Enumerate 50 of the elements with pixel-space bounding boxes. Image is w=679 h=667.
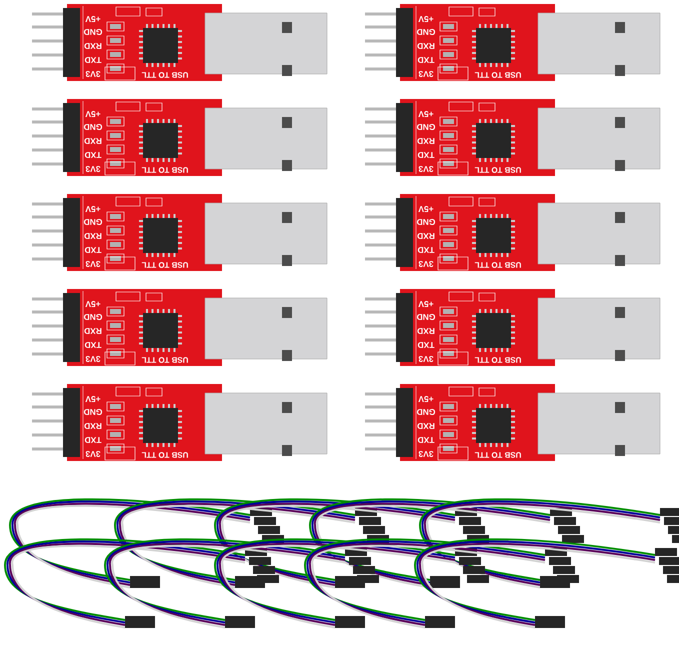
pin-label: 3V3 bbox=[418, 166, 434, 172]
pin-label: +5V bbox=[418, 111, 434, 117]
pin-label: TXD bbox=[418, 152, 434, 158]
pin-label: 3V3 bbox=[418, 451, 434, 457]
pin-label: 3V3 bbox=[86, 261, 100, 267]
pin-label: 3V3 bbox=[418, 71, 434, 77]
pin-label: TXD bbox=[84, 342, 102, 348]
pin-label: GND bbox=[416, 29, 436, 35]
pin-label: RXD bbox=[417, 43, 434, 49]
pin-label: RXD bbox=[84, 423, 102, 429]
pin-label: TXD bbox=[418, 57, 434, 63]
pin-label: RXD bbox=[84, 138, 102, 144]
pin-label: +5V bbox=[85, 396, 100, 402]
pin-label: GND bbox=[84, 409, 102, 415]
pin-label: GND bbox=[416, 219, 436, 225]
pin-label: TXD bbox=[418, 437, 434, 443]
pin-label: TXD bbox=[84, 57, 102, 63]
pin-label: +5V bbox=[418, 16, 434, 22]
pin-label: 3V3 bbox=[86, 166, 100, 172]
pin-label: 3V3 bbox=[418, 261, 434, 267]
pin-label: TXD bbox=[84, 247, 102, 253]
pin-label: GND bbox=[416, 124, 436, 130]
pin-label: +5V bbox=[85, 206, 100, 212]
pin-label: RXD bbox=[417, 233, 434, 239]
pin-label: +5V bbox=[85, 16, 100, 22]
pin-label: 3V3 bbox=[86, 356, 100, 362]
pin-label: RXD bbox=[84, 328, 102, 334]
pin-label: +5V bbox=[418, 301, 434, 307]
pin-label: RXD bbox=[84, 233, 102, 239]
pin-label: RXD bbox=[417, 138, 434, 144]
pin-label: +5V bbox=[418, 206, 434, 212]
pin-label: GND bbox=[84, 124, 102, 130]
pin-label: GND bbox=[416, 314, 436, 320]
pin-label: 3V3 bbox=[86, 451, 100, 457]
pin-label: GND bbox=[84, 314, 102, 320]
pin-label: +5V bbox=[85, 301, 100, 307]
pin-label: RXD bbox=[84, 43, 102, 49]
pin-label: RXD bbox=[417, 328, 434, 334]
pin-label: +5V bbox=[418, 396, 434, 402]
pin-label: +5V bbox=[85, 111, 100, 117]
pin-label: GND bbox=[416, 409, 436, 415]
pin-label: TXD bbox=[418, 247, 434, 253]
pin-label: 3V3 bbox=[418, 356, 434, 362]
pin-label: 3V3 bbox=[86, 71, 100, 77]
pin-label: TXD bbox=[418, 342, 434, 348]
pin-label: TXD bbox=[84, 152, 102, 158]
pin-label: RXD bbox=[417, 423, 434, 429]
pin-label: TXD bbox=[84, 437, 102, 443]
pin-label: GND bbox=[84, 219, 102, 225]
pin-label: GND bbox=[84, 29, 102, 35]
